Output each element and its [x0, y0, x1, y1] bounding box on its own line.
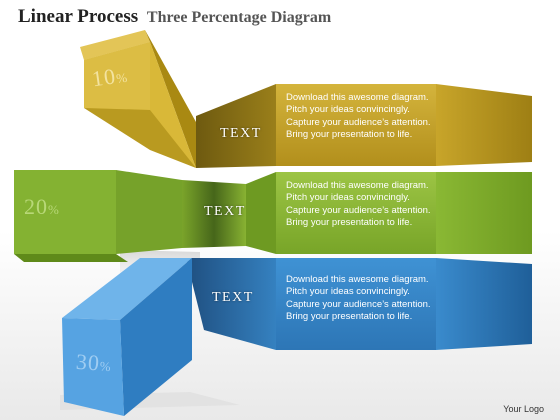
step-2-description: Download this awesome diagram. Pitch you… — [286, 180, 431, 228]
step-1-percent-sign: % — [115, 69, 130, 87]
step-2-block-front — [14, 170, 116, 254]
title-main: Linear Process — [18, 6, 139, 27]
step-1-graphic — [80, 30, 532, 168]
step-3-percent-value: 30 — [75, 348, 101, 376]
step-1-tag: TEXT — [220, 126, 262, 141]
step-1-band-left — [196, 84, 276, 168]
step-2-tag: TEXT — [204, 204, 246, 219]
step-2-percent-value: 20 — [24, 194, 48, 219]
step-2-connector-right — [246, 172, 276, 254]
step-2-block-bottom — [14, 254, 128, 262]
step-3-band-right — [436, 258, 532, 350]
step-1-band-right — [436, 84, 532, 166]
step-3-graphic — [62, 258, 532, 416]
step-2-band-right — [436, 172, 532, 254]
step-3-tag: TEXT — [212, 290, 254, 305]
title-sub: Three Percentage Diagram — [146, 9, 332, 26]
step-2-band-middle — [276, 172, 436, 254]
step-3-cube-front — [62, 318, 124, 416]
step-1-cube-underside — [84, 108, 196, 168]
step-3-description: Download this awesome diagram. Pitch you… — [286, 274, 431, 322]
step-1-band-middle — [276, 84, 436, 166]
step-3-percent-sign: % — [99, 358, 113, 375]
step-3-band-left — [186, 258, 276, 350]
step-2-percent: 20% — [24, 194, 60, 220]
step-2-graphic — [14, 170, 532, 262]
step-1-description: Download this awesome diagram. Pitch you… — [286, 92, 431, 140]
step-1-cube-front-face — [84, 42, 150, 110]
step-2-connector-left — [116, 170, 182, 254]
step-2-fold — [182, 180, 246, 248]
logo-placeholder: Your Logo — [503, 404, 544, 414]
step-1-percent: 10% — [90, 62, 129, 93]
step-2-percent-sign: % — [48, 202, 60, 217]
step-3-band-middle — [276, 258, 436, 350]
step-3-cube-top — [62, 258, 192, 320]
step-3-cube-side — [120, 258, 192, 416]
step-1-cube-top — [80, 30, 150, 60]
step-3-percent: 30% — [75, 349, 113, 377]
diagram-title: Linear Process Three Percentage Diagram — [18, 6, 331, 28]
step-1-percent-value: 10 — [90, 63, 118, 92]
